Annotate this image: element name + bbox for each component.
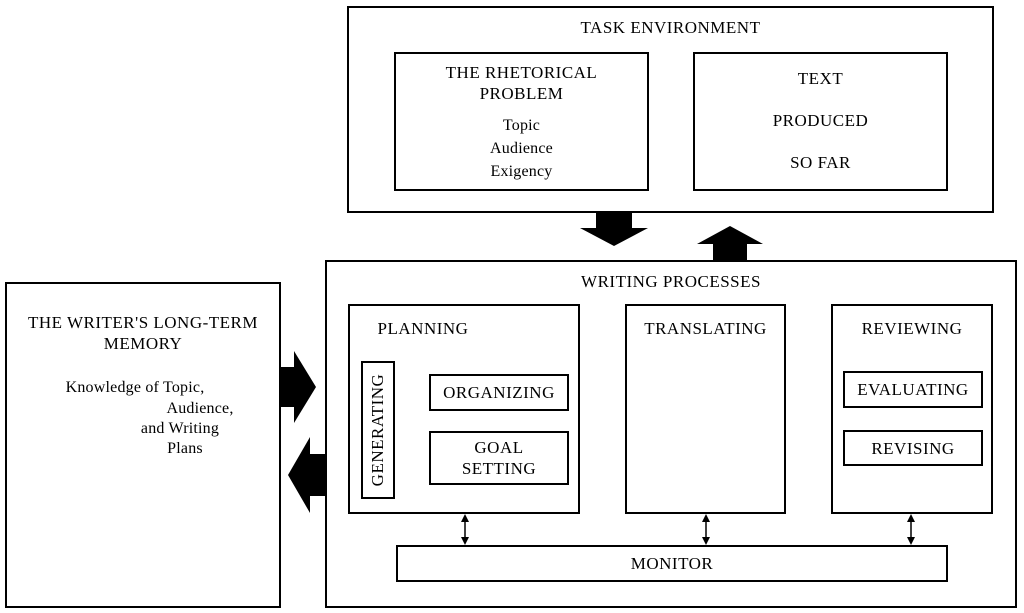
planning-title: PLANNING [377,319,469,338]
planning-monitor-connector [461,514,469,545]
task-environment-title: TASK ENVIRONMENT [580,18,761,37]
rhetorical-problem-title: THE RHETORICAL PROBLEM [394,62,649,104]
long-term-memory-title: THE WRITER'S LONG-TERM MEMORY [5,312,281,354]
revising-label: REVISING [871,439,955,458]
rhetorical-problem-box [394,52,649,191]
item-topic: Topic [502,117,541,134]
organizing-box [429,374,569,411]
ltm-body-line-3: and Writing [140,420,220,437]
rhetorical-problem-title-line-2: PROBLEM [479,84,564,103]
goal-setting-box [429,431,569,485]
ltm-body-line-4: Plans [167,440,203,457]
long-term-memory-title-line-2: MEMORY [103,334,183,353]
item-exigency: Exigency [490,163,553,180]
reviewing-box [831,304,993,514]
reviewing-title: REVIEWING [861,319,963,338]
long-term-memory-title-line-1: THE WRITER'S LONG-TERM [27,313,258,332]
rhetorical-problem-title-line-1: THE RHETORICAL [445,63,598,82]
revising-box [843,430,983,466]
down-arrow [580,213,648,246]
ltm-body-line-2: Audience, [166,400,234,417]
rhetorical-problem-items: Topic Audience Exigency [394,114,649,183]
text-produced-line-1: TEXT [797,69,844,88]
monitor-box [396,545,948,582]
long-term-memory-box [5,282,281,608]
goal-setting-label: GOAL SETTING [429,437,569,479]
translating-box [625,304,786,514]
monitor-label: MONITOR [630,554,714,573]
right-arrow [281,351,316,423]
ltm-body-line-1: Knowledge of Topic, [65,379,205,396]
translating-monitor-connector [702,514,710,545]
text-produced-box [693,52,948,191]
translating-title: TRANSLATING [644,319,767,338]
left-arrow [288,437,325,513]
goal-setting-line-2: SETTING [461,459,537,478]
reviewing-monitor-connector [907,514,915,545]
generating-box [361,361,395,499]
text-produced-line-2: PRODUCED [772,111,869,130]
organizing-label: ORGANIZING [443,383,555,402]
up-arrow [697,226,763,260]
writing-processes-title: WRITING PROCESSES [581,272,761,291]
evaluating-box [843,371,983,408]
text-produced-line-3: SO FAR [790,153,851,172]
evaluating-label: EVALUATING [857,380,969,399]
item-audience: Audience [490,140,553,157]
goal-setting-line-1: GOAL [474,438,524,457]
